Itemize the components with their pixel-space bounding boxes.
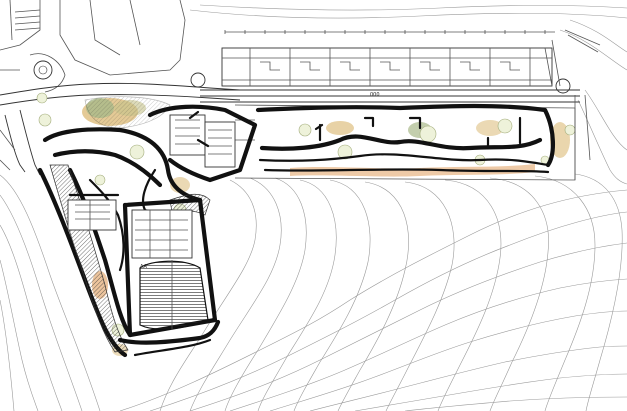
park-paths	[234, 103, 576, 181]
hall-label: AA	[140, 264, 148, 270]
small-pavilion	[67, 193, 120, 231]
urban-fabric	[0, 0, 571, 176]
drawing-labels: AA	[140, 264, 148, 270]
topographic-contours	[0, 4, 627, 411]
vegetation	[82, 96, 570, 356]
trees	[36, 92, 576, 337]
amphitheatre	[117, 197, 221, 357]
residential-block: 000	[221, 29, 601, 98]
central-pavilion	[147, 104, 258, 183]
block-label: 000	[370, 92, 380, 98]
